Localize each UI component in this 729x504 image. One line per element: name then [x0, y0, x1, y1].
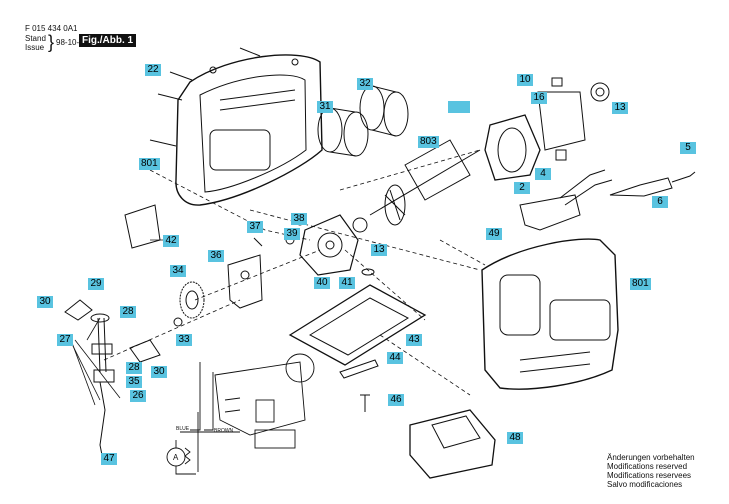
callout-803[interactable]: 803 [418, 136, 439, 148]
callout-27[interactable]: 27 [57, 334, 73, 346]
note-en: Modifications reserved [607, 462, 688, 471]
callout-blank[interactable] [448, 101, 470, 113]
housing-right-part [481, 238, 619, 390]
leader-lines [103, 149, 486, 396]
spring-part-42 [124, 204, 161, 249]
callout-801-right[interactable]: 801 [630, 278, 651, 290]
callout-39[interactable]: 39 [284, 228, 300, 240]
callout-43[interactable]: 43 [406, 334, 422, 346]
guide-plate-part-36 [227, 254, 263, 309]
foot-plate-part-43 [288, 284, 427, 366]
callout-30-bottom[interactable]: 30 [151, 366, 167, 378]
clamp-part-44 [339, 359, 379, 379]
wire-label-blue: BLUE [176, 426, 190, 432]
note-es: Salvo modificaciones [607, 480, 683, 489]
issue-label: Issue [25, 43, 45, 52]
note-de: Änderungen vorbehalten [607, 453, 695, 462]
screw-part-46 [360, 394, 370, 412]
callout-801-left[interactable]: 801 [139, 158, 160, 170]
washer-part-41 [361, 268, 375, 276]
callout-leaders [69, 239, 170, 406]
callout-29[interactable]: 29 [88, 278, 104, 290]
screws-part-22 [149, 47, 261, 147]
callout-42[interactable]: 42 [163, 235, 179, 247]
adapter-part-48 [409, 409, 496, 479]
issue-date: 98-10-05 [56, 38, 89, 47]
callout-48[interactable]: 48 [507, 432, 523, 444]
cord-part-6 [609, 171, 696, 197]
note-fr: Modifications reservees [607, 471, 692, 480]
callout-13-top[interactable]: 13 [612, 102, 628, 114]
callout-22[interactable]: 22 [145, 64, 161, 76]
brace-glyph: } [48, 32, 55, 52]
callout-30-top[interactable]: 30 [37, 296, 53, 308]
callout-38[interactable]: 38 [291, 213, 307, 225]
callout-32[interactable]: 32 [357, 78, 373, 90]
callout-46[interactable]: 46 [388, 394, 404, 406]
figure-label: Fig./Abb. 1 [79, 34, 137, 47]
gear-part-34 [179, 281, 205, 319]
pin-part-37 [253, 237, 263, 247]
callout-40[interactable]: 40 [314, 277, 330, 289]
wiring-diagram [166, 353, 315, 475]
document-number: F 015 434 0A1 [25, 24, 78, 33]
armature-part-803 [352, 139, 481, 233]
callout-4[interactable]: 4 [535, 168, 551, 180]
brush-holder-part-16 [537, 77, 610, 161]
callout-44[interactable]: 44 [387, 352, 403, 364]
gear-carrier-part-40 [299, 214, 359, 276]
sleeve-part-32 [359, 85, 409, 137]
callout-5[interactable]: 5 [680, 142, 696, 154]
callout-49[interactable]: 49 [486, 228, 502, 240]
callout-2[interactable]: 2 [514, 182, 530, 194]
switch-part-4 [519, 169, 613, 231]
bushing-part-33 [173, 317, 183, 327]
callout-28-top[interactable]: 28 [120, 306, 136, 318]
stator-part-2 [484, 114, 541, 181]
housing-left-part [175, 54, 323, 206]
callout-26[interactable]: 26 [130, 390, 146, 402]
callout-16[interactable]: 16 [531, 92, 547, 104]
callout-31[interactable]: 31 [317, 101, 333, 113]
callout-35[interactable]: 35 [126, 376, 142, 388]
stand-label: Stand [25, 34, 46, 43]
callout-47[interactable]: 47 [101, 453, 117, 465]
callout-33[interactable]: 33 [176, 334, 192, 346]
wire-label-brown: BROWN [214, 428, 234, 434]
callout-6[interactable]: 6 [652, 196, 668, 208]
callout-10[interactable]: 10 [517, 74, 533, 86]
callout-28-bottom[interactable]: 28 [126, 362, 142, 374]
callout-13-mid[interactable]: 13 [371, 244, 387, 256]
motor-symbol-label: A [173, 453, 179, 462]
callout-34[interactable]: 34 [170, 265, 186, 277]
callout-37[interactable]: 37 [247, 221, 263, 233]
callout-36[interactable]: 36 [208, 250, 224, 262]
callout-41[interactable]: 41 [339, 277, 355, 289]
plunger-part-29 [90, 313, 115, 461]
